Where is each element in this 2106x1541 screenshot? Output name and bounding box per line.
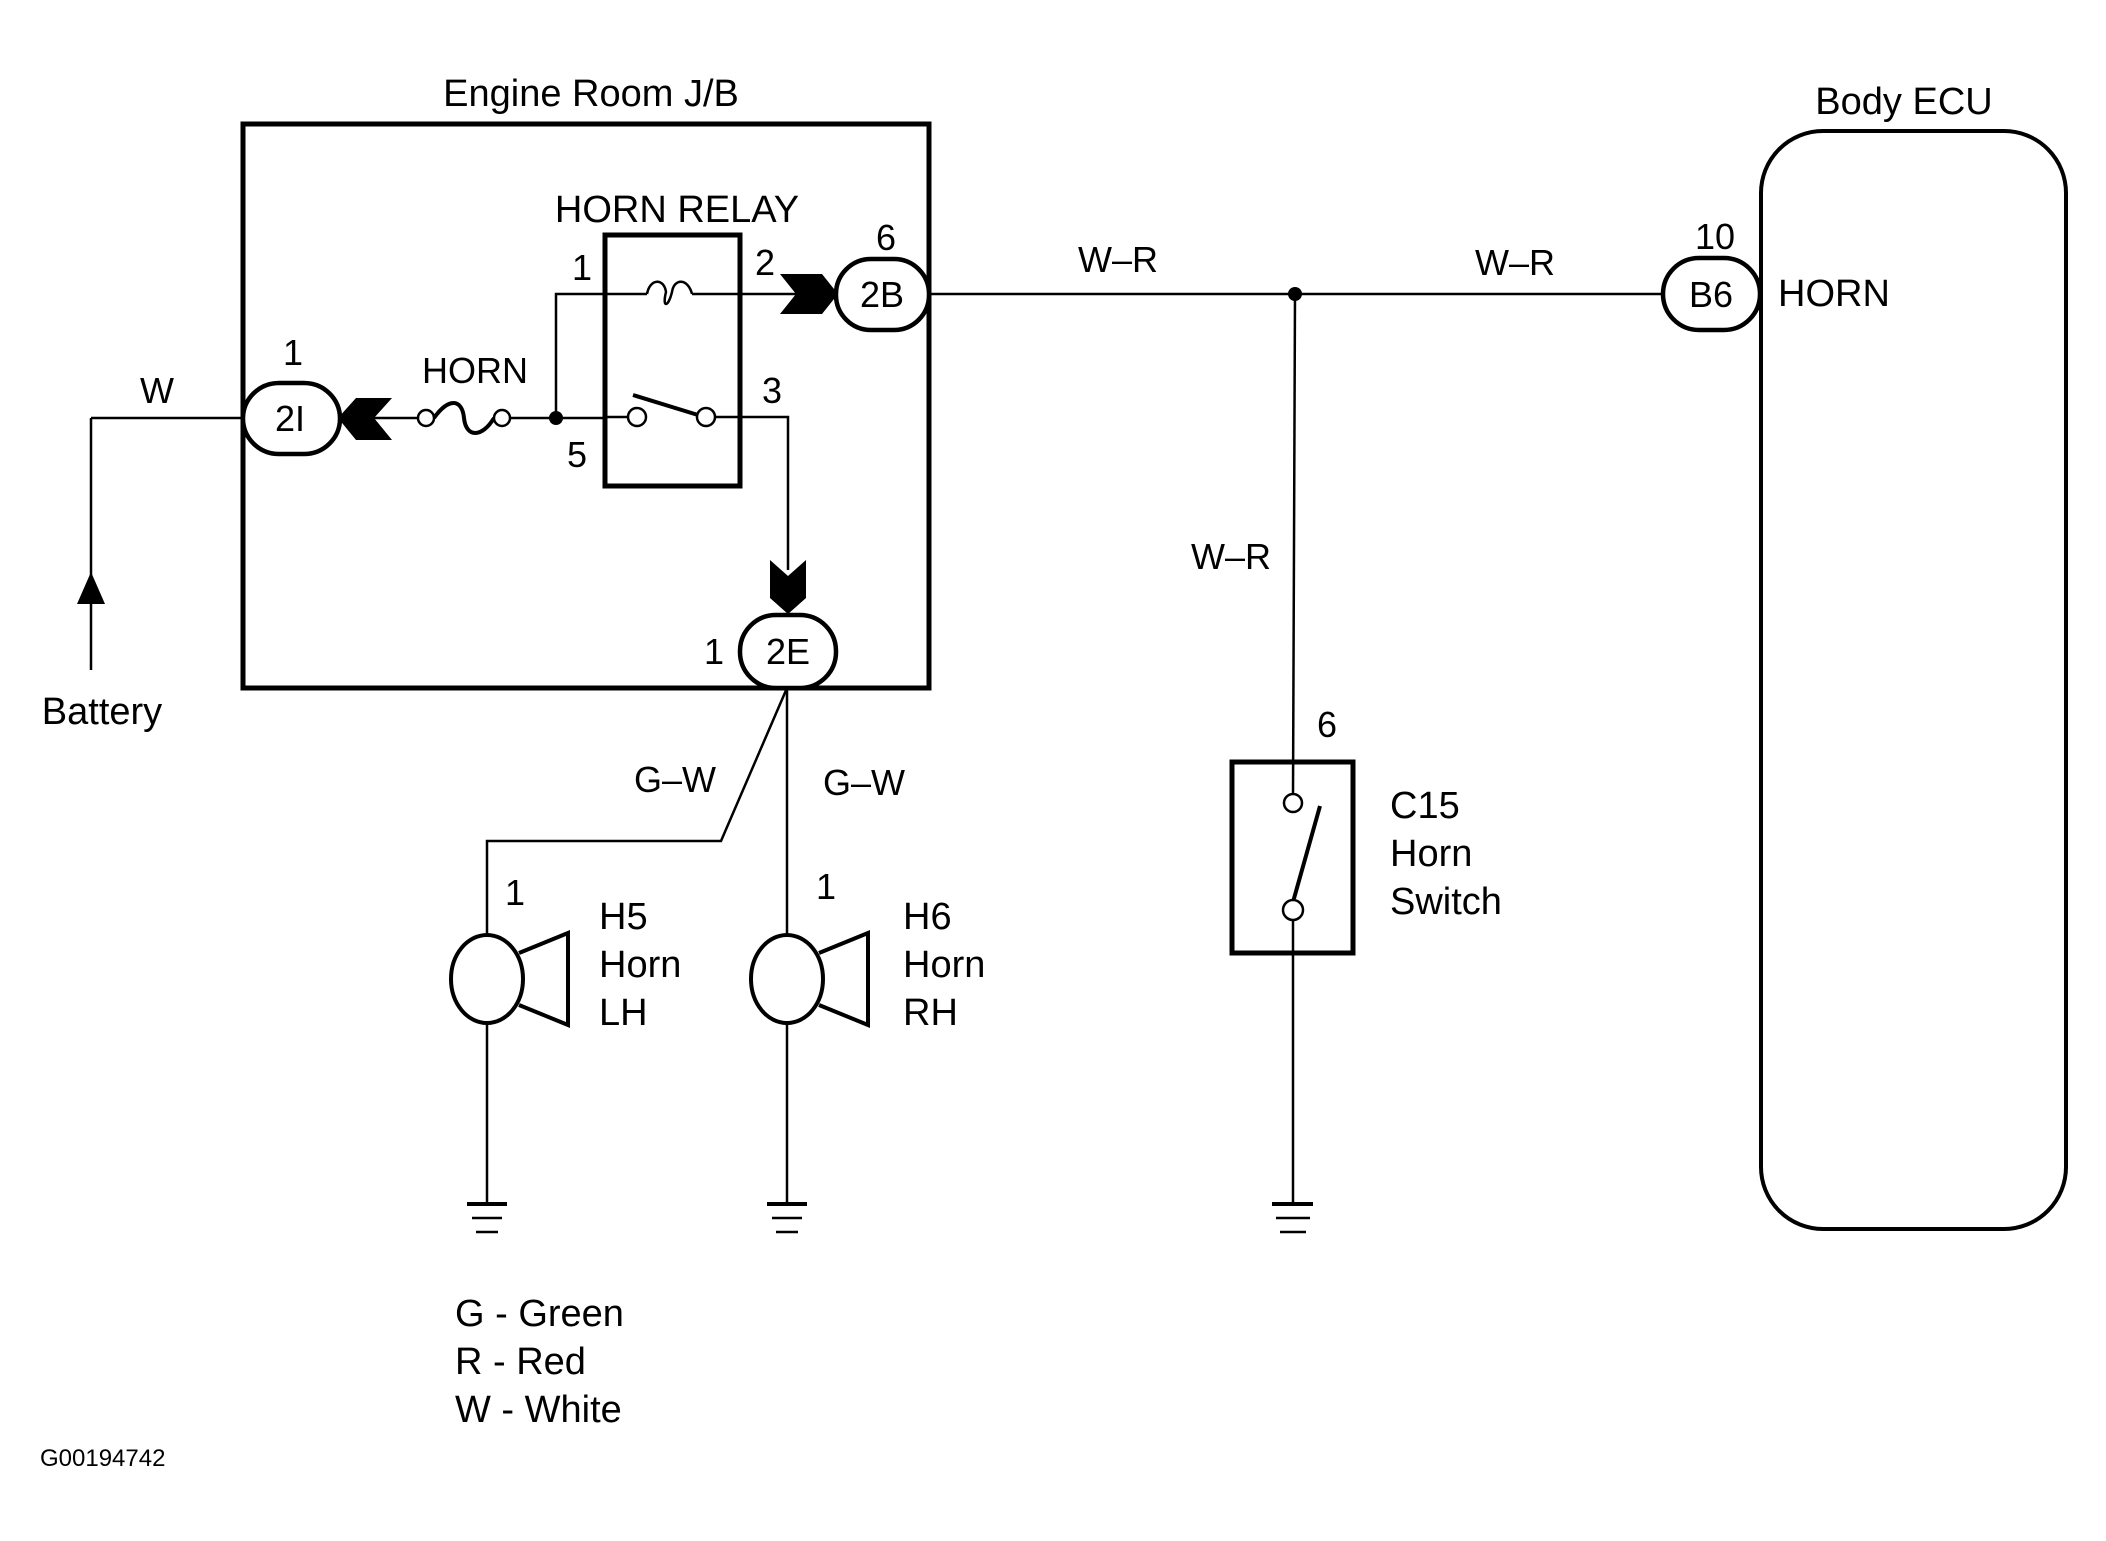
fuse-label: HORN [422, 350, 528, 391]
horn-relay-title: HORN RELAY [555, 189, 799, 231]
horn-rh-bell-icon [818, 930, 870, 1028]
connector-b6-id: B6 [1689, 274, 1733, 315]
relay-contact-1 [626, 406, 648, 428]
connector-2b-id: 2B [860, 274, 904, 315]
connector-2b-arrow-icon [780, 274, 838, 314]
legend-item: R - Red [455, 1341, 586, 1383]
horn-switch-line1: Horn [1390, 833, 1472, 875]
relay-pin-3: 3 [762, 370, 782, 411]
horn-lh-code: H5 [599, 896, 648, 938]
wire-label-horn-rh: G–W [823, 762, 905, 803]
connector-b6-pin: 10 [1695, 216, 1735, 257]
connector-2i-id: 2I [275, 398, 305, 439]
engine-room-junction-block: Engine Room J/B [240, 73, 932, 691]
relay-pin-1: 1 [572, 247, 592, 288]
horn-lh-line2: LH [599, 992, 648, 1034]
horn-lh: 1 H5 Horn LH [449, 872, 681, 1234]
horn-relay: HORN RELAY 1 2 5 3 [554, 189, 800, 570]
relay-contact-2 [695, 406, 717, 428]
horn-rh-line2: RH [903, 992, 958, 1034]
horn-feed-wires: G–W G–W [485, 687, 905, 940]
horn-lh-bell-icon [518, 930, 570, 1028]
connector-2e: 2E 1 [704, 560, 839, 691]
wire-label-wr-3: W–R [1191, 536, 1271, 577]
body-ecu-title: Body ECU [1815, 81, 1992, 123]
horn-switch-blade-icon [1291, 805, 1322, 903]
fuse-terminal-left [416, 408, 436, 428]
wire-wr-to-switch [1291, 293, 1297, 796]
connector-2i: 2I 1 [240, 332, 392, 457]
horn-rh-body-icon [749, 933, 825, 1025]
legend-item: G - Green [455, 1293, 624, 1335]
wire-label-wr-2: W–R [1475, 242, 1555, 283]
legend-item: W - White [455, 1389, 622, 1431]
relay-switch-blade-icon [632, 393, 699, 417]
battery-arrow-icon [77, 572, 105, 604]
engine-room-jb-title: Engine Room J/B [443, 73, 739, 115]
wire-label-w: W [140, 370, 174, 411]
horn-relay-box [602, 232, 743, 489]
horn-lh-line1: Horn [599, 944, 681, 986]
relay-pin-2: 2 [755, 242, 775, 283]
horn-rh-line1: Horn [903, 944, 985, 986]
wire-label-wr-1: W–R [1078, 239, 1158, 280]
figure-id: G00194742 [40, 1445, 165, 1472]
connector-2i-arrow-icon [338, 398, 392, 440]
connector-b6: B6 10 [1660, 216, 1763, 333]
horn-switch-contact-bottom [1281, 898, 1305, 922]
battery-feed: W Battery [42, 370, 243, 733]
connector-2i-pin: 1 [283, 332, 303, 373]
relay-coil-icon [645, 280, 694, 306]
horn-switch-pin: 6 [1317, 704, 1337, 745]
horn-switch-line2: Switch [1390, 881, 1502, 923]
horn-lh-pin: 1 [505, 872, 525, 913]
battery-label: Battery [42, 691, 162, 733]
horn-fuse: HORN [374, 350, 605, 435]
wire-color-legend: G - Green R - Red W - White [455, 1293, 624, 1431]
wire-label-horn-lh: G–W [634, 759, 716, 800]
connector-2e-pin: 1 [704, 631, 724, 672]
fuse-terminal-right [492, 408, 512, 428]
relay-coil-feed-wire [554, 292, 647, 418]
horn-rh: 1 H6 Horn RH [749, 866, 985, 1234]
relay-pin-5: 5 [567, 434, 587, 475]
horn-rh-code: H6 [903, 896, 952, 938]
horn-switch-code: C15 [1390, 785, 1460, 827]
body-ecu-terminal-horn: HORN [1778, 273, 1890, 315]
body-ecu-box [1759, 129, 2068, 1231]
ground-icon [1272, 1202, 1313, 1234]
horn-lh-body-icon [449, 933, 525, 1025]
connector-2b-pin: 6 [876, 217, 896, 258]
wr-bus: W–R W–R W–R [929, 239, 1663, 796]
body-ecu: Body ECU HORN [1759, 81, 2068, 1231]
horn-switch: 6 C15 Horn Switch [1229, 704, 1502, 1234]
horn-switch-contact-top [1282, 792, 1304, 814]
ground-icon [467, 1202, 507, 1234]
horn-rh-pin: 1 [816, 866, 836, 907]
fuse-icon [432, 401, 496, 435]
connector-2e-id: 2E [766, 631, 810, 672]
ground-icon [767, 1202, 807, 1234]
connector-2b: 2B 6 [780, 217, 932, 333]
wire-to-horn-lh [485, 687, 789, 940]
connector-2e-arrow-icon [770, 560, 806, 614]
relay-switch-out-wire [715, 415, 790, 570]
